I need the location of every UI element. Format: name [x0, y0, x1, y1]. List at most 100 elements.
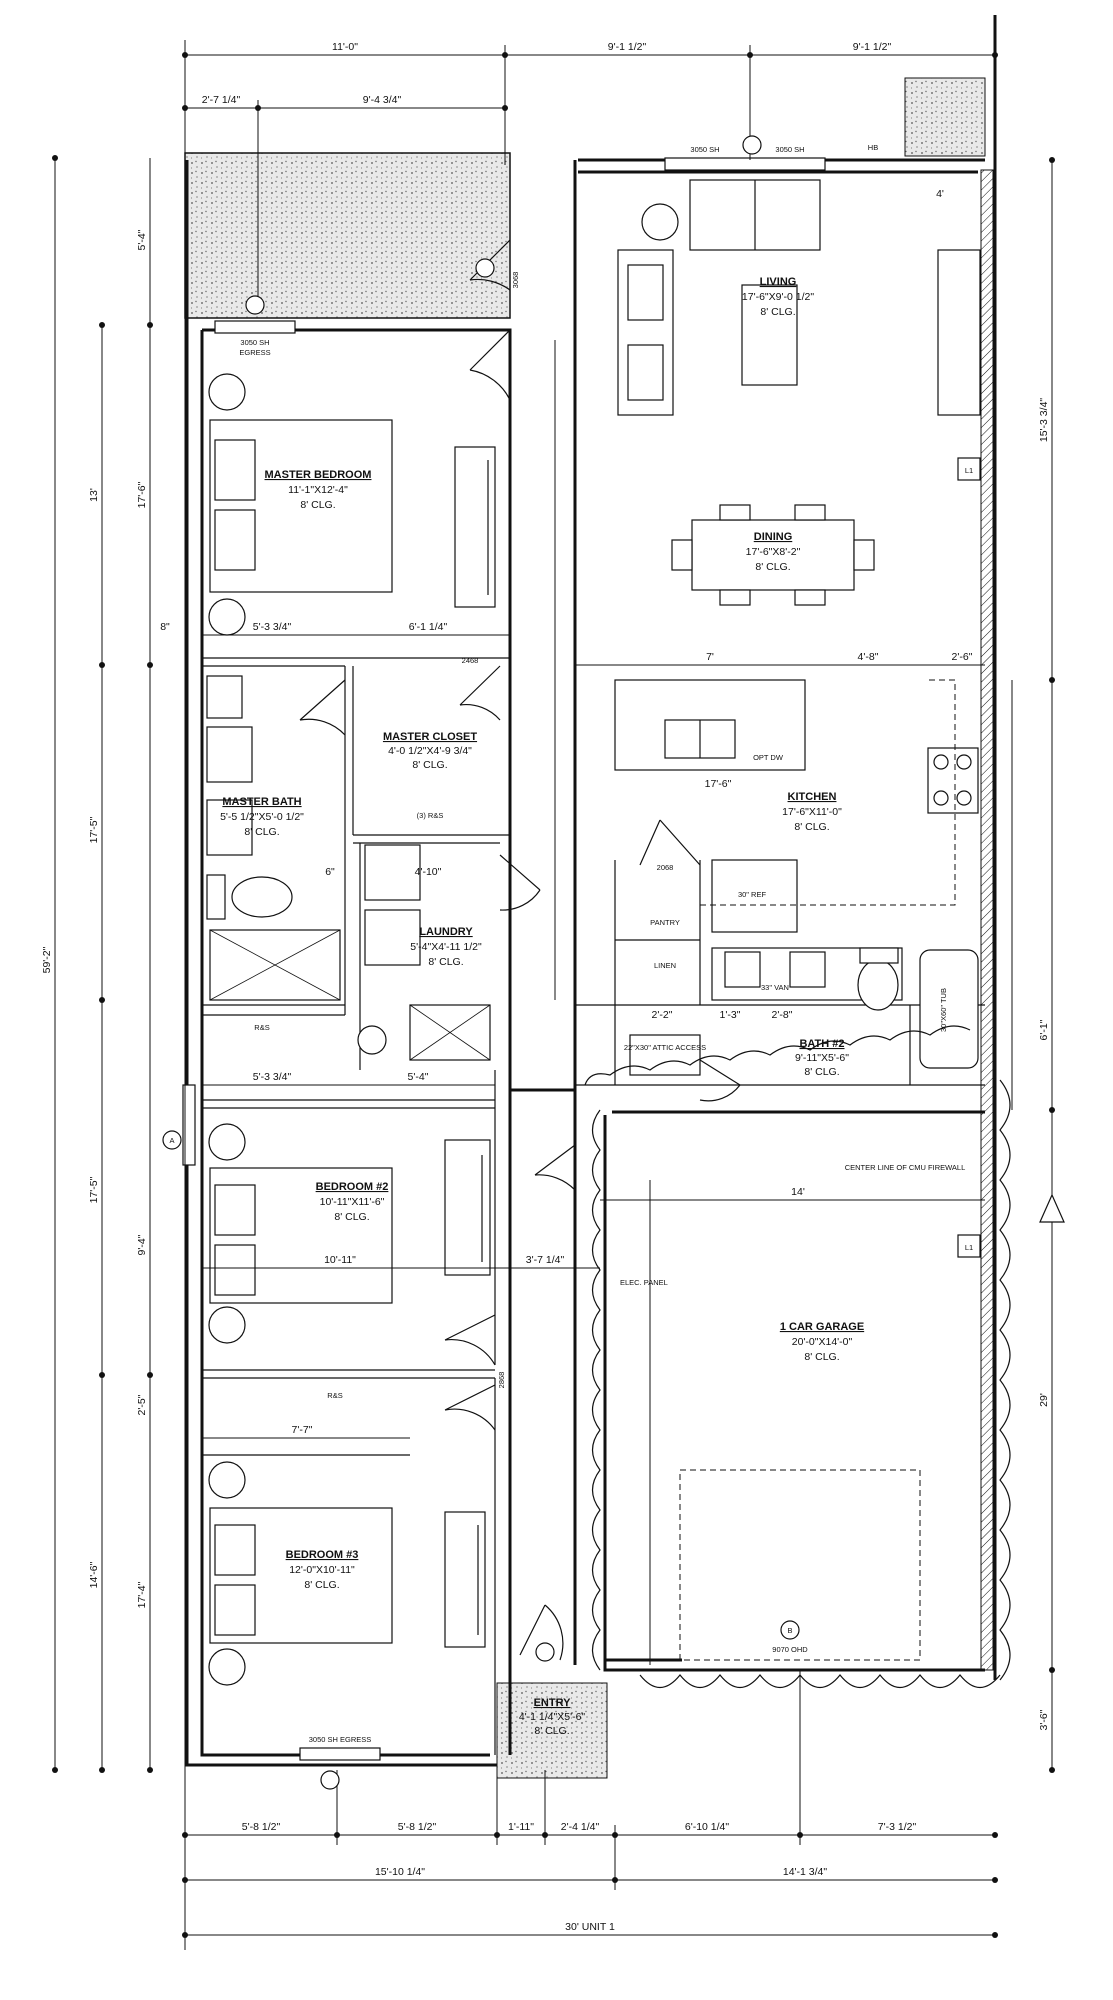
dim-right-d: 3'-6"	[1038, 1709, 1050, 1730]
pantry-label: PANTRY	[650, 918, 680, 927]
garage-door-label: 9070 OHD	[772, 1645, 808, 1654]
center-line-label: CENTER LINE OF CMU FIREWALL	[845, 1163, 966, 1172]
dining-ceiling: 8' CLG.	[755, 561, 790, 573]
door-label-c: 2868	[497, 1372, 506, 1389]
entry-size: 4'-1 1/4"X5'-6"	[519, 1711, 586, 1723]
l1-label: L1	[965, 466, 973, 475]
living-size: 17'-6"X9'-0 1/2"	[742, 291, 814, 303]
entry-stoop	[496, 1682, 608, 1779]
master-bedroom-size: 11'-1"X12'-4"	[288, 484, 348, 496]
kitchen-size: 17'-6"X11'-0"	[782, 806, 842, 818]
window-b3-label: 3050 SH EGRESS	[309, 1735, 372, 1744]
dim-bottom-b: 5'-8 1/2"	[398, 1821, 437, 1833]
window-top-label: 3050 SH	[690, 145, 719, 154]
dim-bottom-e: 6'-10 1/4"	[685, 1821, 730, 1833]
dimension-lines	[54, 40, 1053, 1950]
dim-left-f: 5'-4"	[136, 229, 148, 250]
window-mb-label: 3050 SH	[240, 338, 269, 347]
dimension-ticks	[52, 52, 1055, 1938]
dimension-text: 11'-0" 9'-1 1/2" 9'-1 1/2" 2'-7 1/4" 9'-…	[41, 41, 1050, 1933]
interior-walls	[202, 657, 985, 1755]
dim-bottom-d: 2'-4 1/4"	[561, 1821, 600, 1833]
bedroom3-ceiling: 8' CLG.	[304, 1579, 339, 1591]
tub	[919, 949, 979, 1069]
dim-left-total: 59'-2"	[41, 946, 53, 973]
kitchen-ceiling: 8' CLG.	[794, 821, 829, 833]
garage-name: 1 CAR GARAGE	[780, 1321, 864, 1333]
door-label-a: 3068	[511, 272, 520, 289]
attic-label: 22"X30" ATTIC ACCESS	[624, 1043, 706, 1052]
bedroom2-size: 10'-11"X11'-6"	[320, 1196, 385, 1208]
linen-label: LINEN	[654, 961, 676, 970]
dim-mb-a: 5'-3 3/4"	[253, 621, 292, 633]
door-label-b: 2068	[657, 863, 674, 872]
dim-eight-in: 8"	[160, 621, 170, 633]
coffee-table	[741, 284, 798, 386]
dim-top-right: 9'-1 1/2"	[853, 41, 892, 53]
bedroom3-size: 12'-0"X10'-11"	[289, 1564, 355, 1576]
car-outline	[679, 1469, 921, 1661]
dim-left-a: 13'	[88, 488, 100, 502]
dim-four: 4'	[936, 188, 944, 200]
mark-b-label: B	[787, 1626, 792, 1635]
dim-kitchen-26: 2'-6"	[952, 651, 973, 663]
bedroom2-name: BEDROOM #2	[316, 1181, 389, 1193]
section-markers	[162, 135, 1065, 1790]
master-bath-size: 5'-5 1/2"X5'-0 1/2"	[220, 811, 304, 823]
annotation-labels: 3050 SH 3050 SH 3050 SH EGRESS 3050 SH E…	[169, 143, 973, 1744]
tub-label: 30"X60" TUB	[939, 988, 948, 1032]
dim-right-a: 15'-3 3/4"	[1038, 398, 1050, 443]
window-top2-label: 3050 SH	[775, 145, 804, 154]
master-bedroom-ceiling: 8' CLG.	[300, 499, 335, 511]
dim-six-in: 6"	[325, 866, 335, 878]
dim-bottom-right-total: 14'-1 3/4"	[783, 1866, 828, 1878]
dim-left-e: 17'-6"	[136, 481, 148, 508]
bedroom2-ceiling: 8' CLG.	[334, 1211, 369, 1223]
dim-hall: 3'-7 1/4"	[526, 1254, 565, 1266]
shelf-label-2: R&S	[327, 1391, 342, 1400]
dim-left-d: 14'-6"	[88, 1561, 100, 1588]
living-name: LIVING	[760, 276, 797, 288]
dim-left-g: 9'-4"	[136, 1234, 148, 1255]
garage-ceiling: 8' CLG.	[804, 1351, 839, 1363]
dim-b2-n: 2'-8"	[772, 1009, 793, 1021]
elec-panel-label: ELEC. PANEL	[620, 1278, 668, 1287]
opt-dw-label: OPT DW	[753, 753, 784, 762]
egress-label: EGRESS	[239, 348, 270, 357]
dim-mb-b: 6'-1 1/4"	[409, 621, 448, 633]
cmu-firewall	[980, 169, 994, 1671]
ref-label: 30" REF	[738, 890, 767, 899]
dim-left-h: 17'-4"	[136, 1581, 148, 1608]
bath2-name: BATH #2	[799, 1038, 844, 1050]
kitchen-name: KITCHEN	[788, 791, 837, 803]
dim-top-sub-a: 2'-7 1/4"	[202, 94, 241, 106]
entry-name: ENTRY	[534, 1697, 572, 1709]
bedroom3-name: BEDROOM #3	[286, 1549, 359, 1561]
master-closet-ceiling: 8' CLG.	[412, 759, 447, 771]
dim-b3-w: 7'-7"	[292, 1424, 313, 1436]
dim-right-b: 6'-1"	[1038, 1019, 1050, 1040]
bath2-size: 9'-11"X5'-6"	[795, 1052, 849, 1064]
vanity-label: 33" VAN	[761, 983, 789, 992]
dim-pantry: 2'-2"	[652, 1009, 673, 1021]
dim-left-b: 17'-5"	[88, 816, 100, 843]
dim-right-c: 29'	[1038, 1393, 1050, 1407]
dim-bottom-a: 5'-8 1/2"	[242, 1821, 281, 1833]
dim-left-i: 2'-5"	[136, 1394, 148, 1415]
dining-size: 17'-6"X8'-2"	[746, 546, 801, 558]
dim-left-c: 17'-5"	[88, 1176, 100, 1203]
garage-size: 20'-0"X14'-0"	[792, 1336, 853, 1348]
bath2-ceiling: 8' CLG.	[804, 1066, 839, 1078]
dim-top-sub-b: 9'-4 3/4"	[363, 94, 402, 106]
hb-label: HB	[868, 143, 878, 152]
master-bedroom-name: MASTER BEDROOM	[265, 469, 372, 481]
dim-laundry: 4'-10"	[415, 866, 442, 878]
dim-b2-a: 5'-3 3/4"	[253, 1071, 292, 1083]
dim-b2-b: 5'-4"	[408, 1071, 429, 1083]
living-ceiling: 8' CLG.	[760, 306, 795, 318]
l1b-label: L1	[965, 1243, 973, 1252]
dim-kitchen-len: 17'-6"	[705, 778, 732, 790]
tv-console	[937, 249, 981, 416]
dim-top-mid: 9'-1 1/2"	[608, 41, 647, 53]
master-bath-ceiling: 8' CLG.	[244, 826, 279, 838]
